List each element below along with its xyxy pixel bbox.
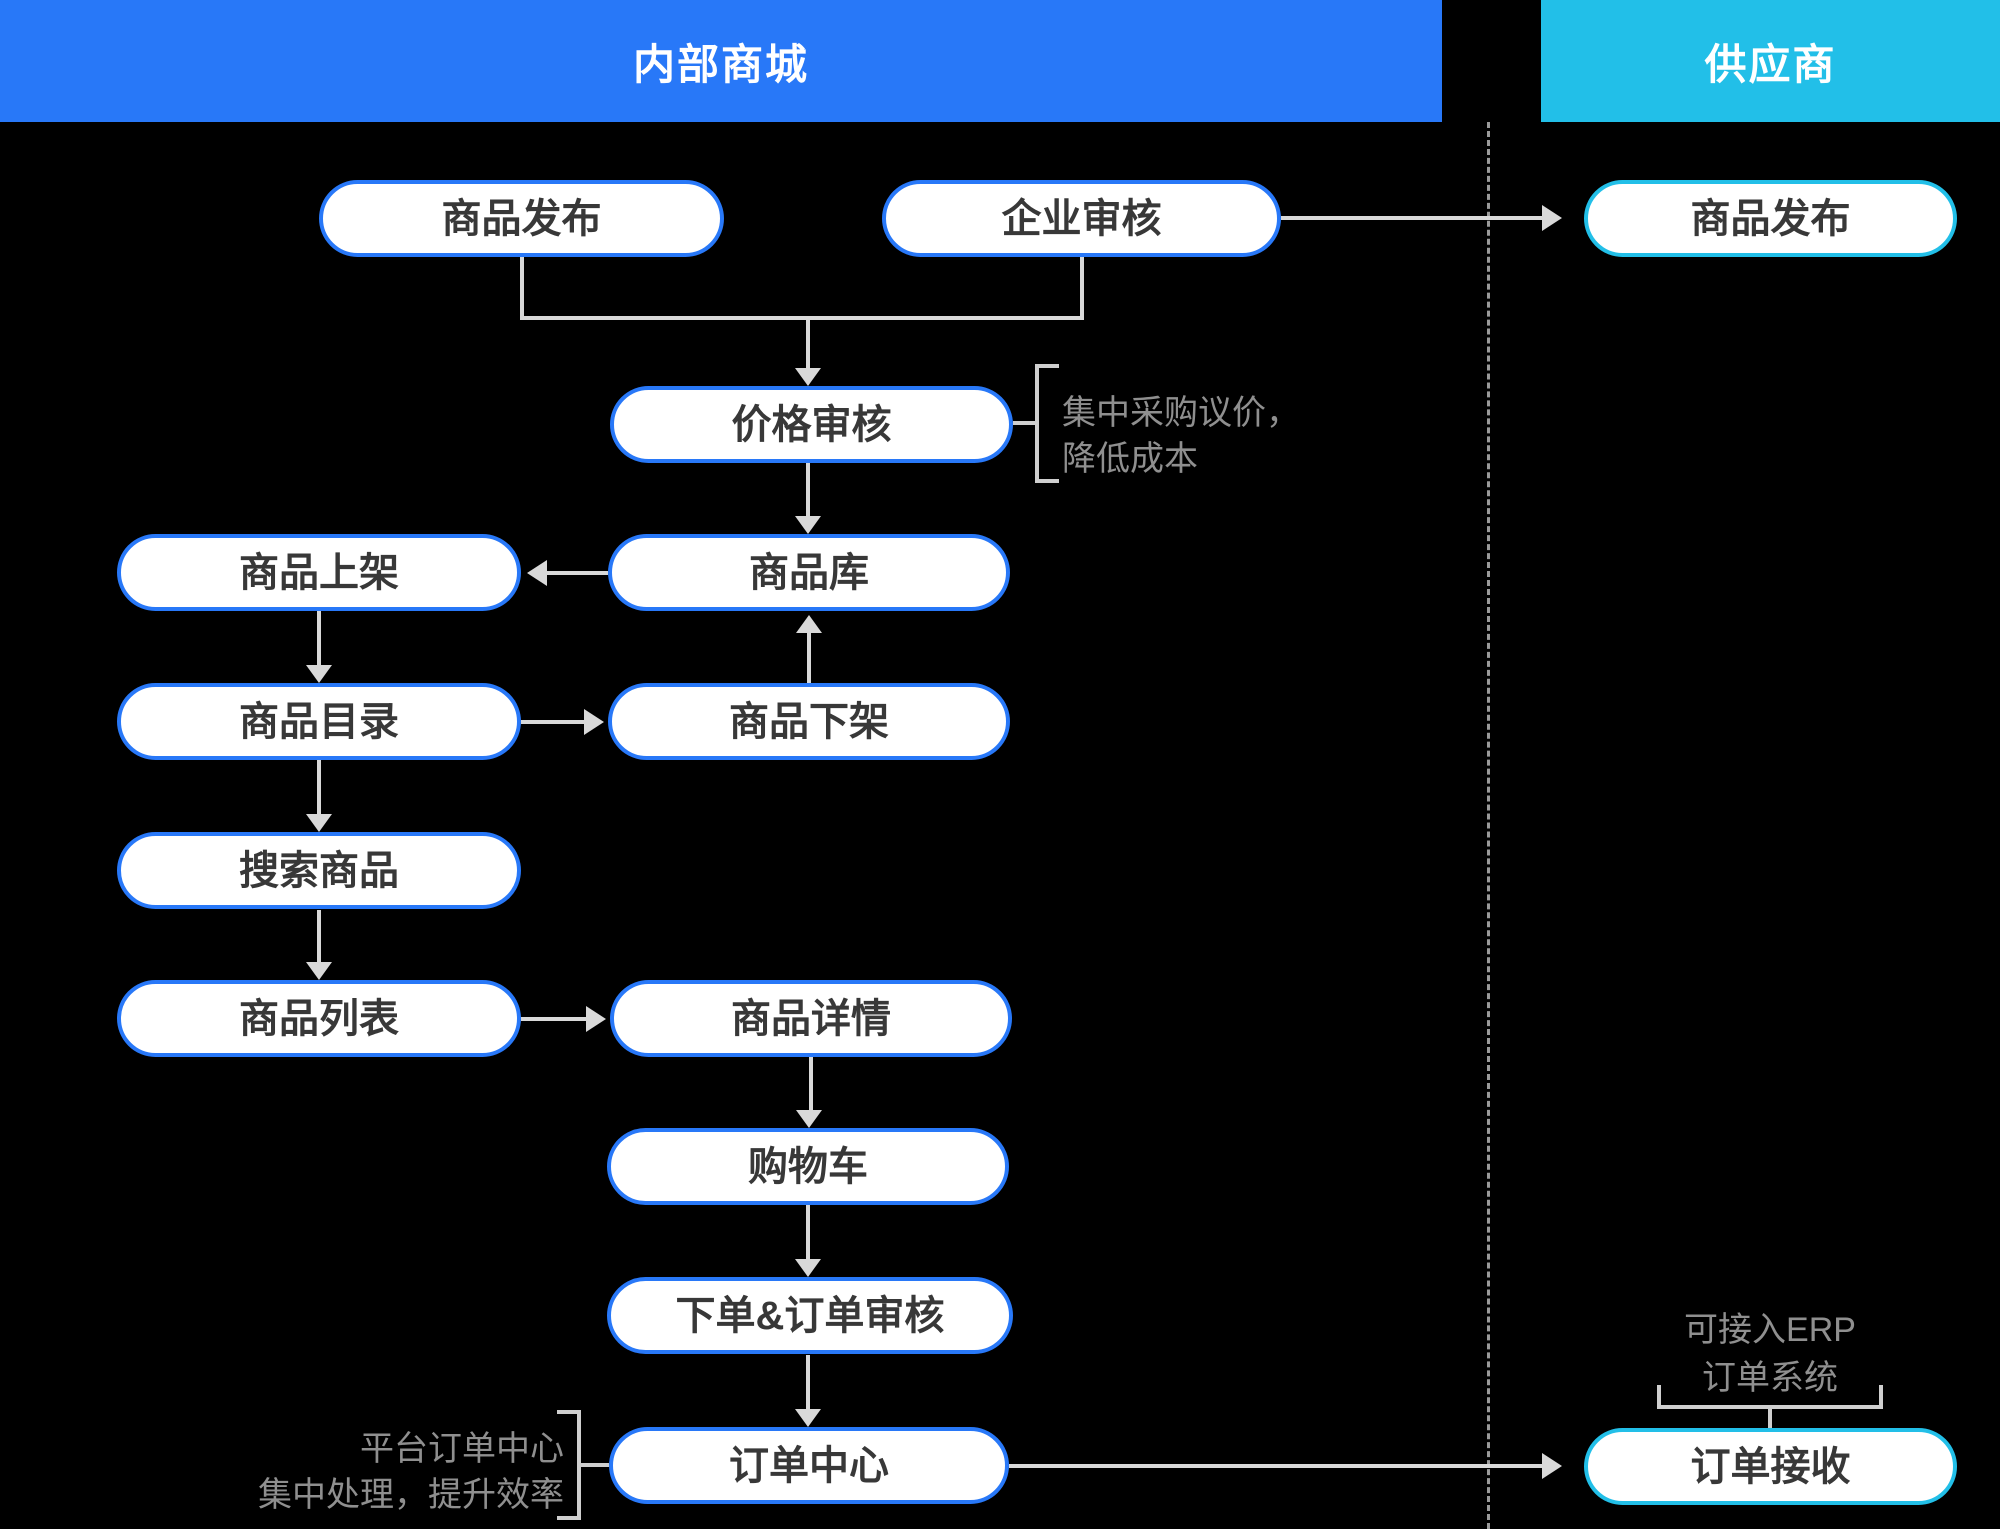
node-product-off-shelf: 商品下架 — [608, 683, 1010, 760]
arrowhead-into-price-review — [795, 368, 821, 386]
node-place-order-and-review: 下单&订单审核 — [607, 1277, 1013, 1354]
connector-search-to-list — [317, 910, 321, 964]
node-product-on-shelf: 商品上架 — [117, 534, 521, 611]
connector-order-center-to-order-receive — [1009, 1464, 1544, 1468]
connector-merge-to-price-review — [806, 316, 810, 370]
price-review-annotation-line1: 集中采购议价， — [1062, 394, 1300, 432]
order-center-annotation: 平台订单中心 集中处理，提升效率 — [164, 1426, 564, 1518]
connector-merge-horizontal — [520, 316, 1084, 320]
node-product-library: 商品库 — [608, 534, 1010, 611]
connector-enterprise-review-down — [1080, 257, 1084, 318]
order-center-annotation-line2: 集中处理，提升效率 — [258, 1476, 564, 1514]
erp-annotation-line2: 订单系统 — [1702, 1359, 1838, 1397]
node-price-review: 价格审核 — [610, 386, 1013, 463]
internal-mall-header: 内部商城 — [0, 0, 1442, 122]
connector-enterprise-review-to-supplier-publish — [1281, 216, 1544, 220]
erp-annotation: 可接入ERP 订单系统 — [1620, 1306, 1920, 1402]
node-order-center: 订单中心 — [609, 1427, 1009, 1504]
node-enterprise-review: 企业审核 — [882, 180, 1281, 257]
erp-annotation-line1: 可接入ERP — [1684, 1311, 1856, 1349]
arrowhead-into-detail — [586, 1006, 606, 1032]
connector-list-to-detail — [521, 1017, 588, 1021]
supplier-header: 供应商 — [1541, 0, 2000, 122]
erp-callout-connector — [1768, 1409, 1772, 1428]
arrowhead-into-search — [306, 814, 332, 832]
node-product-publish-internal: 商品发布 — [319, 180, 724, 257]
connector-detail-to-cart — [809, 1057, 813, 1112]
node-search-product: 搜索商品 — [117, 832, 521, 909]
node-product-publish-supplier: 商品发布 — [1584, 180, 1957, 257]
node-product-catalog: 商品目录 — [117, 683, 521, 760]
erp-callout-bracket — [1657, 1385, 1883, 1409]
arrowhead-into-library — [795, 516, 821, 534]
connector-price-review-to-library — [806, 463, 810, 518]
arrowhead-into-cart — [796, 1110, 822, 1128]
price-review-annotation-line2: 降低成本 — [1062, 440, 1198, 478]
node-shopping-cart: 购物车 — [607, 1128, 1009, 1205]
arrowhead-into-order-receive — [1542, 1453, 1562, 1479]
connector-off-shelf-to-library — [807, 631, 811, 683]
arrowhead-into-order-center — [795, 1409, 821, 1427]
arrowhead-into-on-shelf — [527, 560, 547, 586]
price-review-callout-bracket — [1035, 364, 1059, 483]
arrowhead-into-off-shelf — [584, 709, 604, 735]
arrowhead-into-library-bottom — [796, 615, 822, 633]
order-center-callout-connector — [581, 1463, 609, 1467]
order-center-callout-bracket — [557, 1410, 581, 1520]
arrowhead-into-supplier-publish — [1542, 205, 1562, 231]
arrowhead-into-order-review — [795, 1259, 821, 1277]
connector-cart-to-order-review — [806, 1205, 810, 1261]
connector-library-to-on-shelf — [545, 571, 608, 575]
node-product-detail: 商品详情 — [610, 980, 1012, 1057]
arrowhead-into-catalog — [306, 665, 332, 683]
connector-publish-down — [520, 257, 524, 318]
connector-catalog-to-off-shelf — [521, 720, 586, 724]
order-center-annotation-line1: 平台订单中心 — [360, 1430, 564, 1468]
node-order-receive: 订单接收 — [1584, 1428, 1957, 1505]
arrowhead-into-list — [306, 962, 332, 980]
connector-catalog-to-search — [317, 760, 321, 816]
connector-on-shelf-to-catalog — [317, 611, 321, 667]
price-review-annotation: 集中采购议价， 降低成本 — [1062, 390, 1300, 482]
node-product-list: 商品列表 — [117, 980, 521, 1057]
price-review-callout-connector — [1013, 421, 1035, 425]
lane-divider-dashed-line — [1487, 122, 1490, 1529]
connector-order-review-to-order-center — [806, 1355, 810, 1411]
